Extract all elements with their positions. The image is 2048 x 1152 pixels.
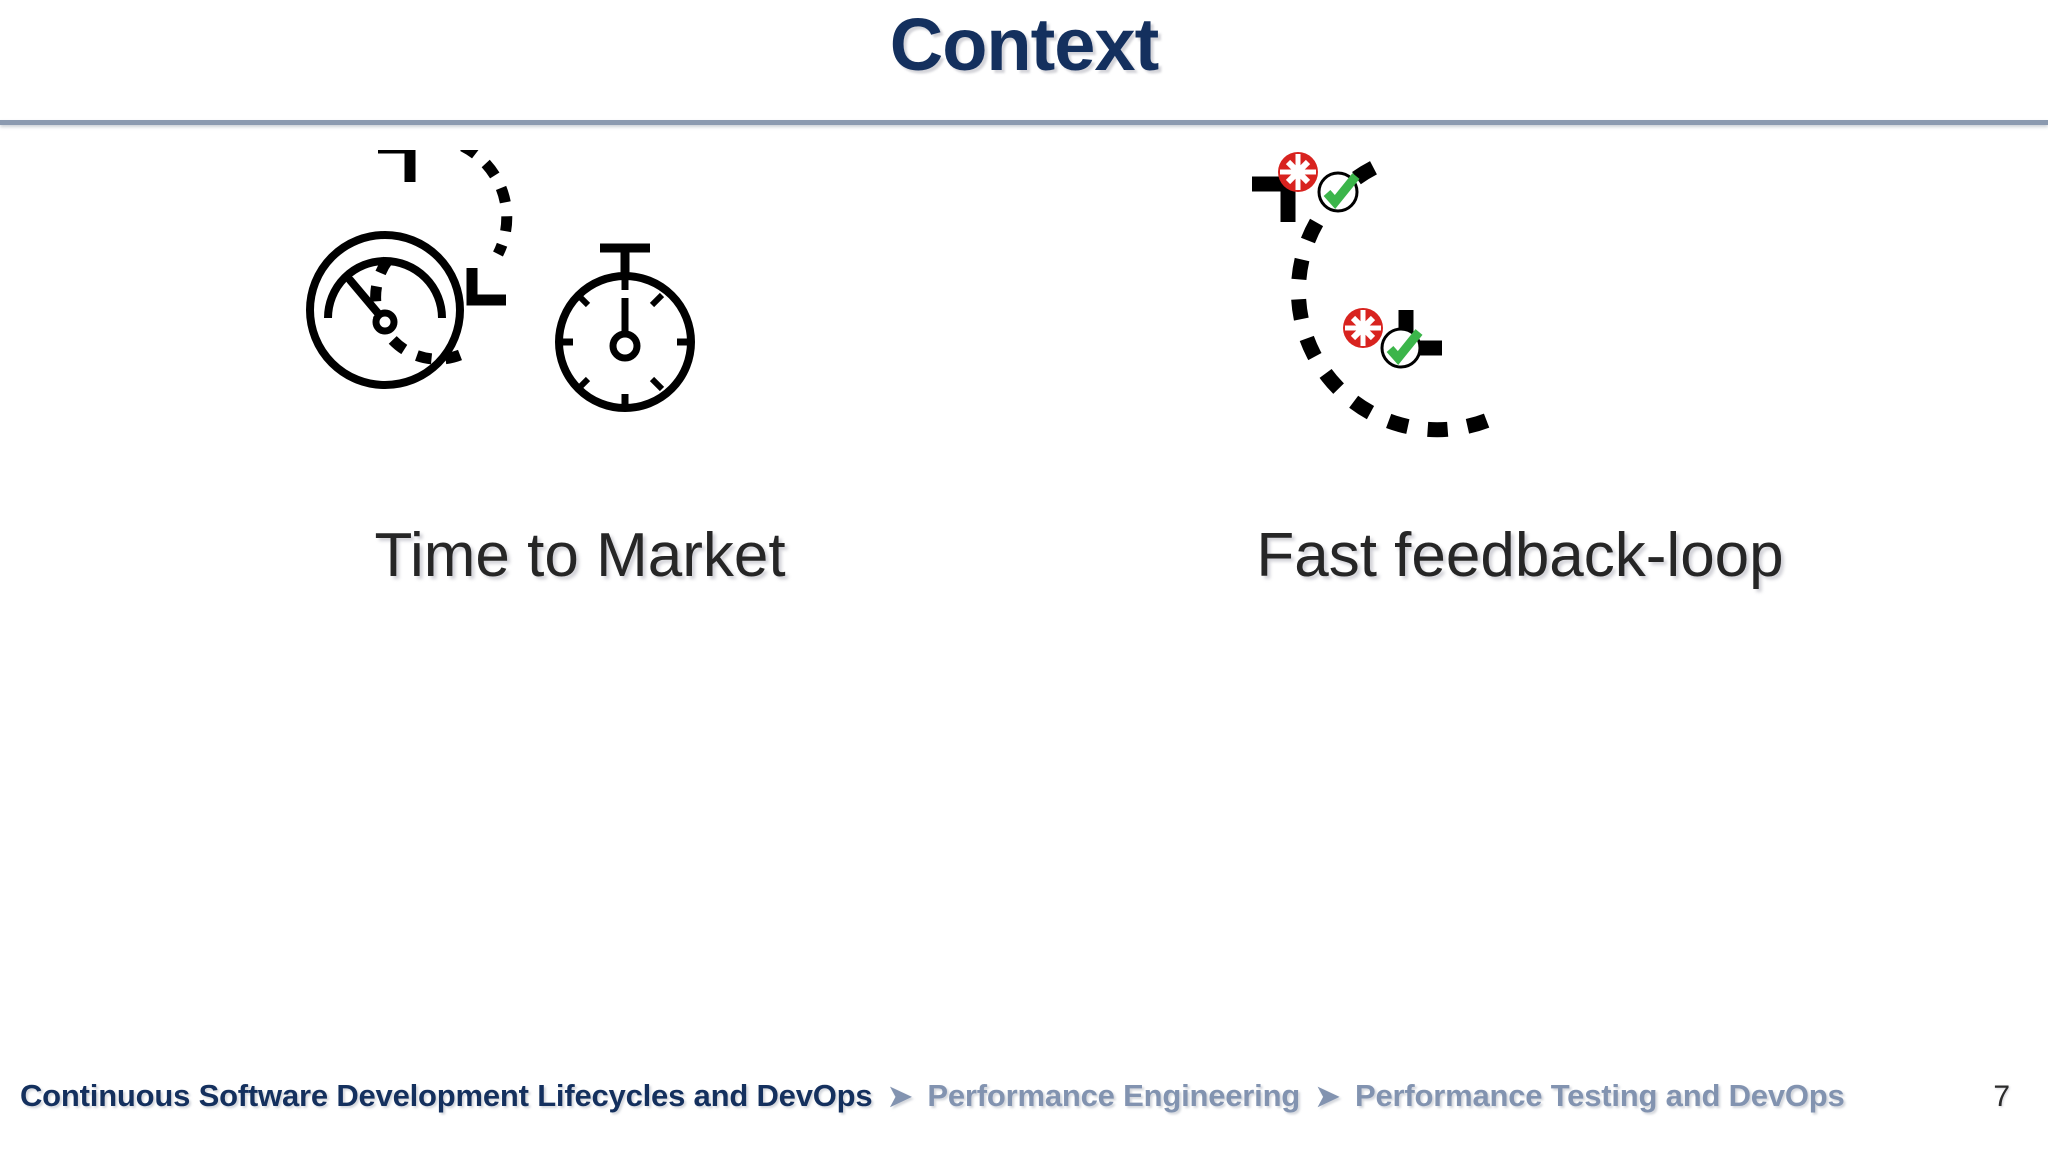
feedback-loop-icon [1252, 152, 1505, 438]
caption-time-to-market: Time to Market [374, 521, 786, 590]
caption-fast-feedback-loop: Fast feedback-loop [1256, 521, 1784, 590]
breadcrumb-item-2[interactable]: Performance Testing and DevOps [1355, 1078, 1845, 1113]
content-item-fast-feedback-loop: Fast feedback-loop [1230, 150, 1810, 590]
dashed-loop-arrows [370, 150, 513, 365]
green-check-circle [1380, 327, 1423, 369]
dashed-loop-arrows [1252, 161, 1505, 438]
stopwatch-icon [555, 243, 695, 412]
page-number: 7 [1993, 1080, 2010, 1113]
red-x-circle [1278, 152, 1318, 192]
title-divider [0, 120, 2048, 125]
green-check-circle [1317, 171, 1360, 213]
page-title: Context [889, 3, 1159, 86]
content-item-time-to-market: Time to Market [300, 150, 860, 590]
breadcrumb: Continuous Software Development Lifecycl… [20, 1078, 1845, 1114]
breadcrumb-item-0[interactable]: Continuous Software Development Lifecycl… [20, 1078, 873, 1113]
breadcrumb-item-1[interactable]: Performance Engineering [927, 1078, 1301, 1113]
gauge-icon [306, 231, 464, 389]
breadcrumb-separator-icon: ➤ [887, 1081, 912, 1113]
red-x-circle [1343, 308, 1383, 348]
slide-footer: Continuous Software Development Lifecycl… [0, 1056, 2048, 1152]
breadcrumb-separator-icon: ➤ [1315, 1081, 1340, 1113]
gauge-stopwatch-loop-icon [306, 150, 695, 412]
